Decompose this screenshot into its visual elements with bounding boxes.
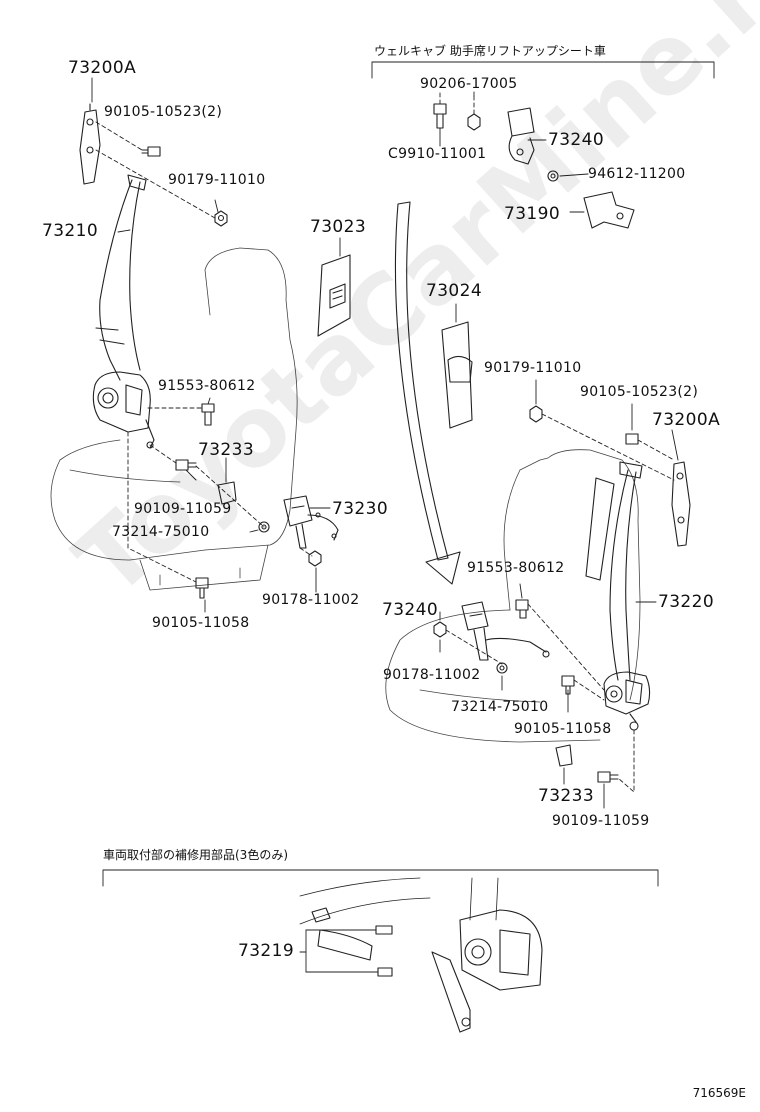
right-washer-73214-75010 bbox=[496, 662, 508, 674]
right-buckle-73240 bbox=[461, 601, 550, 661]
welcab-note: ウェルキャブ 助手席リフトアップシート車 bbox=[374, 44, 606, 58]
label-left-73210[interactable]: 73210 bbox=[42, 221, 99, 241]
label-right-90105-11058[interactable]: 90105-11058 bbox=[514, 721, 612, 737]
label-left-73200A[interactable]: 73200A bbox=[68, 58, 137, 78]
right-nut-90179-11010 bbox=[529, 405, 543, 423]
label-right-73200A[interactable]: 73200A bbox=[652, 410, 721, 430]
left-cover-73023 bbox=[317, 254, 351, 337]
label-right-C9910-11001[interactable]: C9910-11001 bbox=[388, 146, 487, 162]
left-leader-lines bbox=[91, 77, 341, 613]
label-right-90109-11059[interactable]: 90109-11059 bbox=[552, 813, 650, 829]
label-left-73233[interactable]: 73233 bbox=[198, 440, 255, 460]
label-right-73233[interactable]: 73233 bbox=[538, 786, 595, 806]
right-nut-90178-11002 bbox=[433, 621, 447, 638]
label-bottom-73219[interactable]: 73219 bbox=[238, 941, 295, 961]
right-shoulder-anchor bbox=[671, 461, 691, 547]
label-left-73214-75010[interactable]: 73214-75010 bbox=[112, 524, 210, 540]
label-right-73214-75010[interactable]: 73214-75010 bbox=[451, 699, 549, 715]
left-buckle-73230 bbox=[283, 495, 339, 549]
label-left-91553-80612[interactable]: 91553-80612 bbox=[158, 378, 256, 394]
right-bracket-73190 bbox=[583, 191, 635, 229]
right-belt-73220 bbox=[585, 461, 643, 681]
left-nut-90179-11010 bbox=[214, 210, 228, 227]
right-bolt-91553-80612 bbox=[515, 599, 529, 619]
left-bolt-90109-11059 bbox=[175, 459, 197, 471]
label-right-94612-11200[interactable]: 94612-11200 bbox=[588, 166, 686, 182]
figure-number: 716569E bbox=[692, 1086, 746, 1100]
left-nut-90178-11002 bbox=[308, 550, 322, 567]
label-left-73230[interactable]: 73230 bbox=[332, 499, 389, 519]
right-buckle-73240-top bbox=[507, 107, 535, 165]
left-bolt-90105-11058 bbox=[195, 577, 209, 599]
label-right-90206-17005[interactable]: 90206-17005 bbox=[420, 76, 518, 92]
label-right-90178-11002[interactable]: 90178-11002 bbox=[383, 667, 481, 683]
right-cover-73233 bbox=[555, 744, 573, 767]
label-left-90105-11058[interactable]: 90105-11058 bbox=[152, 615, 250, 631]
left-retractor bbox=[92, 371, 155, 449]
repair-bracket bbox=[102, 869, 659, 887]
right-bolt-90206-17005 bbox=[467, 113, 481, 131]
left-bolt-91553-80612 bbox=[201, 403, 215, 426]
p73219-leader bbox=[299, 929, 379, 973]
right-dashed-leaders bbox=[439, 91, 675, 793]
left-shoulder-anchor bbox=[79, 103, 101, 185]
welcab-bracket bbox=[371, 61, 715, 79]
label-right-90179-11010[interactable]: 90179-11010 bbox=[484, 360, 582, 376]
right-cover-73024 bbox=[441, 321, 473, 429]
label-right-73190[interactable]: 73190 bbox=[504, 204, 561, 224]
right-seat-outline bbox=[385, 449, 641, 743]
repair-note: 車両取付部の補修用部品(3色のみ) bbox=[103, 848, 288, 862]
label-left-73023[interactable]: 73023 bbox=[310, 217, 367, 237]
label-right-73240[interactable]: 73240 bbox=[382, 600, 439, 620]
right-washer-94612-11200 bbox=[547, 170, 559, 182]
label-right-90105-10523[interactable]: 90105-10523(2) bbox=[580, 384, 699, 400]
right-retractor bbox=[603, 671, 651, 731]
repair-sketch bbox=[299, 877, 543, 1033]
label-right-73220[interactable]: 73220 bbox=[658, 592, 715, 612]
left-cover-73233 bbox=[217, 481, 237, 505]
left-seat-outline bbox=[50, 247, 298, 591]
transition-arrow bbox=[394, 201, 461, 585]
left-dashed-leaders bbox=[95, 121, 313, 583]
label-right-91553-80612[interactable]: 91553-80612 bbox=[467, 560, 565, 576]
label-right-73024[interactable]: 73024 bbox=[426, 281, 483, 301]
label-right-73240-top[interactable]: 73240 bbox=[548, 130, 605, 150]
right-bolt-C9910-11001 bbox=[433, 103, 447, 129]
label-left-90178-11002[interactable]: 90178-11002 bbox=[262, 592, 360, 608]
right-bolt-90109-11059 bbox=[597, 771, 619, 783]
label-left-90179-11010[interactable]: 90179-11010 bbox=[168, 172, 266, 188]
left-bolt-90105-10523 bbox=[141, 146, 161, 157]
label-left-90109-11059[interactable]: 90109-11059 bbox=[134, 501, 232, 517]
left-washer-73214-75010 bbox=[258, 521, 270, 533]
label-left-90105-10523[interactable]: 90105-10523(2) bbox=[104, 104, 223, 120]
left-belt-73210 bbox=[95, 174, 147, 381]
right-bolt-90105-10523 bbox=[625, 433, 639, 445]
right-leader-lines bbox=[439, 91, 679, 809]
